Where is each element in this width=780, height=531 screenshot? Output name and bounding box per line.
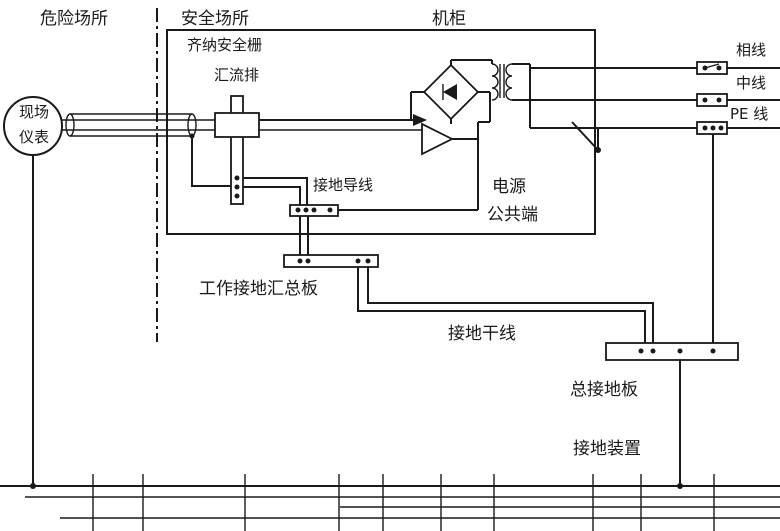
ground-lead-2: [243, 186, 301, 205]
ground-trunk-label: 接地干线: [448, 324, 516, 344]
busbar-terminal-1: [234, 175, 240, 181]
power-label-2: 公共端: [487, 205, 538, 225]
rectifier-bridge: [410, 59, 492, 124]
transformer: [477, 60, 531, 139]
pe-terminal: [696, 121, 728, 135]
ground-lead-1: [243, 177, 308, 205]
field-instrument-label-2: 仪表: [19, 128, 49, 146]
cabinet-box: [166, 29, 596, 235]
power-label-1: 电源: [492, 177, 526, 197]
busbar-label: 汇流排: [214, 66, 259, 84]
main-ground-board-label: 总接地板: [570, 380, 638, 400]
work-ground-bus-label: 工作接地汇总板: [199, 279, 318, 299]
pe-line-label: PE 线: [730, 105, 768, 123]
ground-lead-label: 接地导线: [313, 176, 373, 194]
phase-terminal: [696, 61, 728, 75]
shielded-cable: [62, 113, 232, 187]
barrier-block: [214, 112, 260, 138]
field-instrument-label-1: 现场: [19, 103, 49, 121]
busbar-terminal-2: [234, 184, 240, 190]
safe-area-label: 安全场所: [181, 9, 249, 29]
barrier-label: 齐纳安全栅: [187, 36, 262, 54]
grounding-device-label: 接地装置: [573, 439, 641, 459]
cabinet-ground-terminal: [289, 204, 339, 217]
amplifier-triangle: [421, 122, 455, 156]
busbar-terminal-3: [234, 193, 240, 199]
hazard-area-label: 危险场所: [40, 9, 108, 29]
ground-trunk-1: [357, 267, 646, 343]
earth-grid: [0, 474, 780, 531]
cabinet-label: 机柜: [432, 9, 466, 29]
ground-trunk-2: [367, 267, 654, 343]
neutral-terminal: [696, 93, 728, 107]
neutral-line-label: 中线: [736, 74, 766, 92]
phase-line-label: 相线: [736, 41, 766, 59]
signal-arrow: [413, 114, 427, 126]
work-ground-bus: [283, 254, 379, 268]
main-ground-board: [605, 342, 739, 361]
